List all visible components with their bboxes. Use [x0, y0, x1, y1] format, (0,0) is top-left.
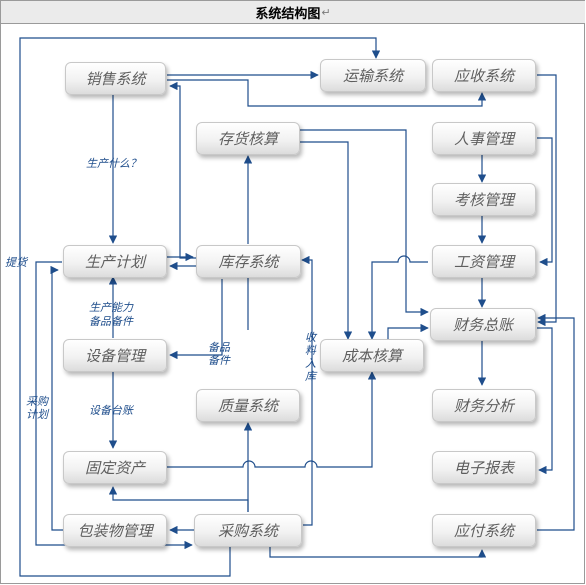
edge-wage-cost	[367, 255, 428, 340]
edge-inventory-cost	[300, 141, 353, 340]
node-receivable: 应收系统	[432, 59, 536, 92]
page-title: 系统结构图	[255, 6, 321, 22]
label-capacity: 生产能力	[89, 301, 133, 314]
edge-top-transport	[19, 37, 381, 554]
edge-fixed-cost	[167, 371, 377, 468]
edge-purchase-fixed	[108, 486, 249, 512]
edge-spare-equipment	[169, 279, 223, 360]
edge-stock-sales	[169, 81, 196, 259]
node-stock: 库存系统	[196, 245, 301, 278]
node-purchase: 采购系统	[194, 514, 302, 547]
label-equipment-ledger: 设备台账	[89, 404, 133, 417]
node-packaging: 包装物管理	[63, 514, 167, 547]
node-transport: 运输系统	[320, 59, 426, 92]
label-purchase-plan: 采购计划	[26, 395, 48, 421]
edge-finance-report	[537, 327, 553, 475]
label-spare-parts: 备品备件	[89, 315, 133, 328]
edge-hr-wage	[537, 137, 553, 267]
node-assessment: 考核管理	[432, 183, 536, 216]
edge-receivable-finance	[537, 74, 557, 327]
title-bar: 系统结构图 ↵	[1, 1, 585, 24]
node-payable: 应付系统	[432, 514, 536, 547]
edge-purchase-stock	[301, 255, 313, 526]
node-wage: 工资管理	[432, 245, 536, 278]
node-finance: 财务总账	[430, 308, 536, 341]
paragraph-mark-icon: ↵	[321, 5, 331, 19]
edge-sales-receivable	[167, 79, 487, 107]
edge-bottom-loop	[19, 540, 231, 577]
node-fixed-assets: 固定资产	[63, 451, 167, 484]
node-e-report: 电子报表	[432, 451, 536, 484]
label-produce-what: 生产什么？	[86, 157, 141, 170]
node-quality: 质量系统	[196, 389, 300, 422]
node-equipment: 设备管理	[63, 339, 167, 372]
node-plan: 生产计划	[63, 245, 167, 278]
edge-inventory-finance	[300, 129, 429, 317]
node-inventory-acct: 存货核算	[196, 122, 300, 155]
node-hr: 人事管理	[432, 122, 536, 155]
node-fin-analysis: 财务分析	[432, 389, 536, 422]
label-spare-short: 备品备件	[208, 341, 230, 367]
edge-packaging-plan	[50, 265, 65, 531]
node-cost: 成本核算	[320, 339, 424, 372]
edge-purchase-payable	[269, 546, 487, 558]
label-receive-stock: 收料入库	[305, 331, 316, 383]
node-sales: 销售系统	[65, 62, 166, 95]
label-pickup: 提货	[5, 256, 27, 269]
edge-payable-finance	[537, 313, 575, 531]
